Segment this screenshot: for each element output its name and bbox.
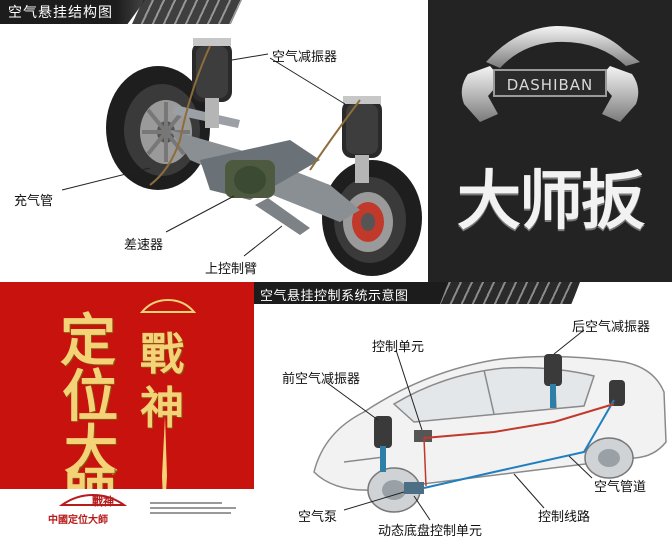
poster-panel: 定 位 大 師 戰 神 戰神 中國定位大師	[0, 282, 254, 537]
brand-en-text: DASHIBAN	[507, 76, 594, 94]
air-line-left	[149, 45, 211, 186]
right-air-strut	[342, 96, 382, 183]
rear-air-shock	[544, 354, 625, 408]
poster-car-logo	[139, 298, 197, 313]
label-rear-shock: 后空气减振器	[572, 320, 651, 335]
subframe	[170, 105, 360, 235]
label-dynamic-chassis-unit: 动态底盘控制单元	[378, 524, 483, 537]
footer-slogan: 中國定位大師	[48, 515, 108, 526]
poster-char-1: 定	[60, 308, 116, 374]
label-control-line: 控制线路	[538, 510, 591, 525]
suspension-structure-panel: 空气悬挂结构图 空气减振器 充气管 差速器 上控制臂	[0, 0, 428, 282]
front-air-shock	[374, 416, 392, 472]
label-air-pipe: 空气管道	[594, 480, 647, 495]
air-line-right	[309, 99, 361, 171]
car-wheels	[367, 437, 634, 513]
label-air-pump: 空气泵	[298, 510, 338, 525]
label-control-unit: 控制单元	[372, 340, 425, 355]
control-wire-line	[423, 403, 615, 439]
poster-right-char-1: 戰	[140, 329, 184, 380]
label-inflate-pipe: 充气管	[14, 194, 54, 209]
label-differential: 差速器	[124, 238, 164, 253]
control-title: 空气悬挂控制系统示意图	[260, 289, 409, 304]
brand-logo-panel: DASHIBAN 大师扳	[428, 0, 672, 282]
footer-car-logo	[58, 493, 128, 506]
air-pump-box	[404, 482, 424, 494]
brand-cn-text: 大师扳	[457, 165, 645, 239]
right-wheel	[322, 160, 422, 276]
footer-fine-print	[150, 499, 240, 517]
poster-char-2: 位	[62, 364, 118, 430]
structure-title: 空气悬挂结构图	[8, 5, 113, 21]
car-control-illustration	[313, 329, 667, 521]
structure-title-band: 空气悬挂结构图	[0, 0, 242, 24]
dashiban-logo-emblem: DASHIBAN	[461, 26, 640, 122]
label-air-shock: 空气减振器	[272, 50, 338, 65]
control-unit-box	[414, 430, 432, 442]
suspension-assembly-illustration	[61, 38, 422, 276]
control-system-panel: 空气悬挂控制系统示意图 后空气减振器 控制单元 前空气减振器 空气管道 控制线路…	[254, 282, 672, 537]
footer-brand: 戰神	[92, 495, 114, 508]
poster-char-3: 大	[64, 418, 118, 482]
air-pipe-line	[423, 399, 615, 489]
label-upper-arm: 上控制臂	[205, 262, 258, 277]
poster-footer: 戰神 中國定位大師	[0, 489, 254, 537]
control-title-band: 空气悬挂控制系统示意图	[254, 282, 672, 304]
label-front-shock: 前空气减振器	[282, 372, 361, 387]
poster-right-char-2: 神	[140, 383, 184, 434]
